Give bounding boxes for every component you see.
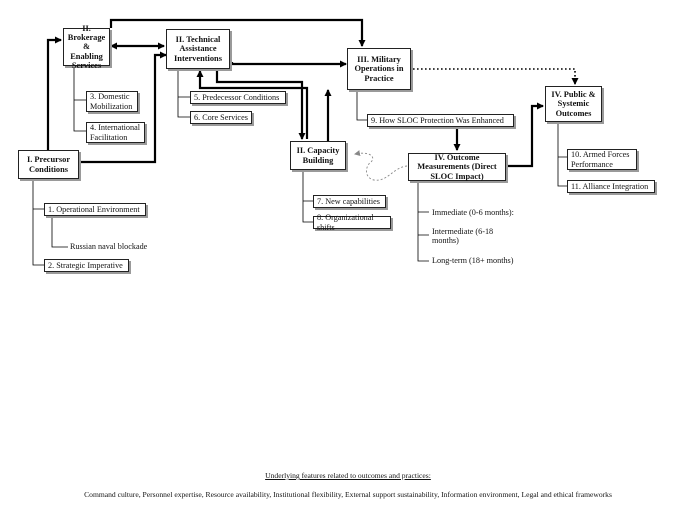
connector-brokerage-subs [73,66,86,132]
node-outcome-measurements: IV. Outcome Measurements (Direct SLOC Im… [408,153,506,181]
sub-alliance-integration: 11. Alliance Integration [567,180,655,193]
timeframe-immediate: Immediate (0-6 months): [432,208,514,217]
sub-armed-forces-performance: 10. Armed Forces Performance [567,149,637,170]
arrow-brokerage-to-military [109,18,366,47]
connector-precursor-subs [32,177,44,266]
arrow-technical-to-military [230,60,347,68]
sub-organizational-shifts: 8. Organizational shifts [313,213,391,232]
connector-blockade [51,215,68,248]
timeframe-long-term: Long-term (18+ months) [432,256,514,265]
sub-russian-blockade: Russian naval blockade [70,242,148,251]
node-capacity-building: II. Capacity Building [290,141,346,170]
dotted-military-to-public [413,68,579,85]
arrow-outcome-to-public [507,102,544,168]
node-military-operations: III. Military Operations in Practice [347,48,411,90]
node-public-systemic-outcomes: IV. Public & Systemic Outcomes [545,86,602,122]
sub-operational-environment: 1. Operational Environment [44,203,146,216]
sub-sloc-protection: 9. How SLOC Protection Was Enhanced [367,114,514,127]
sub-predecessor-conditions: 5. Predecessor Conditions [190,91,286,104]
node-brokerage-services: II. Brokerage & Enabling Services [63,24,110,70]
sub-strategic-imperative: 2. Strategic Imperative [44,259,129,272]
dashed-outcome-to-capacity [354,150,408,181]
footer-features: Command culture, Personnel expertise, Re… [84,490,612,499]
connector-military-sub [356,91,367,121]
sub-domestic-mobilization: 3. Domestic Mobilization [86,91,138,112]
sub-new-capabilities: 7. New capabilities [313,195,386,208]
footer-title: Underlying features related to outcomes … [265,471,431,480]
connector-public-subs [557,121,567,187]
sub-core-services: 6. Core Services [190,111,252,124]
connector-outcome-timeframes [417,181,429,262]
sub-international-facilitation: 4. International Facilitation [86,122,145,143]
timeframe-intermediate: Intermediate (6-18 months) [432,227,494,246]
arrow-capacity-to-technical [196,70,309,139]
connector-technical-subs [177,71,190,118]
node-precursor-conditions: I. Precursor Conditions [18,150,79,179]
arrow-precursor-to-brokerage [46,36,62,150]
node-technical-assistance: II. Technical Assistance Interventions [166,29,230,69]
connector-capacity-subs [302,170,313,223]
arrow-precursor-to-technical [78,51,167,164]
arrow-technical-to-capacity [215,70,306,140]
